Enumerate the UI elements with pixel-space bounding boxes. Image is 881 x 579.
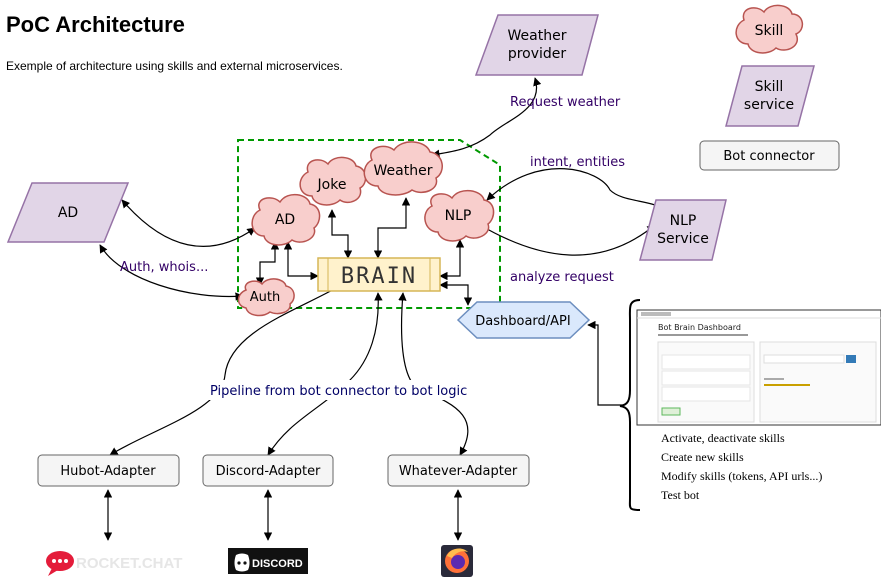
skill-auth-label: Auth bbox=[250, 290, 280, 305]
dashboard-screenshot: Bot Brain Dashboard bbox=[636, 309, 881, 426]
whatever-adapter-label: Whatever-Adapter bbox=[399, 464, 518, 479]
skill-weather-label: Weather bbox=[374, 163, 433, 179]
skill-weather: Weather bbox=[363, 141, 443, 196]
skill-nlp-label: NLP bbox=[445, 208, 472, 224]
discord-adapter-label: Discord-Adapter bbox=[216, 464, 321, 479]
label-request-weather: Request weather bbox=[510, 95, 621, 110]
feature-item-3: Modify skills (tokens, API urls...) bbox=[661, 469, 822, 483]
feature-item-2: Create new skills bbox=[661, 450, 744, 464]
skill-nlp: NLP bbox=[424, 189, 495, 242]
edge-pipeline-right bbox=[398, 292, 469, 456]
feature-item-1: Activate, deactivate skills bbox=[661, 431, 785, 445]
edge-dashboard-bracket bbox=[587, 320, 624, 406]
weather-provider-label-1: Weather bbox=[508, 28, 567, 44]
rocketchat-wordmark: ROCKET.CHAT bbox=[76, 555, 182, 572]
label-analyze-request: analyze request bbox=[510, 270, 614, 285]
edge-nlp-analyze bbox=[479, 224, 656, 256]
edge-ad-service bbox=[121, 199, 256, 247]
legend-skill-service-label-2: service bbox=[744, 97, 794, 113]
discord-logo: DISCORD bbox=[228, 548, 308, 574]
dashboard-screenshot-title: Bot Brain Dashboard bbox=[658, 323, 741, 332]
edge-nlp-intent bbox=[486, 168, 656, 206]
nlp-service-node: NLP Service bbox=[639, 199, 727, 261]
skill-joke-label: Joke bbox=[317, 177, 347, 193]
legend-bot-connector: Bot connector bbox=[699, 140, 840, 171]
ad-service-node: AD bbox=[6, 182, 130, 243]
nlp-service-label-2: Service bbox=[657, 231, 709, 247]
hubot-adapter-label: Hubot-Adapter bbox=[60, 464, 156, 479]
nlp-service-label-1: NLP bbox=[670, 213, 697, 229]
legend-skill-service: Skill service bbox=[725, 65, 815, 127]
rocketchat-logo: ROCKET.CHAT bbox=[46, 551, 182, 576]
page-subtitle: Exemple of architecture using skills and… bbox=[6, 59, 343, 73]
edge-ad-auth bbox=[255, 241, 280, 286]
legend-skill-service-label-1: Skill bbox=[755, 79, 784, 95]
discord-adapter-node: Discord-Adapter bbox=[202, 454, 334, 487]
edge-brain-ad bbox=[283, 241, 319, 281]
skill-ad: AD bbox=[251, 193, 321, 246]
edge-weather-provider bbox=[431, 77, 542, 158]
page-title: PoC Architecture bbox=[6, 12, 185, 37]
firefox-logo-icon bbox=[441, 545, 473, 577]
edge-brain-nlp bbox=[439, 239, 465, 281]
dashboard-api-label: Dashboard/API bbox=[475, 314, 570, 329]
skill-ad-label: AD bbox=[275, 212, 295, 228]
label-auth-whois: Auth, whois... bbox=[120, 260, 208, 275]
feature-bracket bbox=[619, 299, 641, 511]
legend-skill: Skill bbox=[735, 4, 804, 54]
hubot-adapter-node: Hubot-Adapter bbox=[37, 454, 180, 487]
legend-bot-connector-label: Bot connector bbox=[723, 149, 815, 164]
whatever-adapter-node: Whatever-Adapter bbox=[387, 454, 530, 487]
skill-joke: Joke bbox=[299, 156, 367, 206]
brain-node: BRAIN bbox=[317, 257, 441, 292]
skill-auth: Auth bbox=[237, 278, 295, 317]
discord-wordmark: DISCORD bbox=[252, 558, 303, 570]
dashboard-feature-list: Activate, deactivate skills Create new s… bbox=[661, 431, 822, 502]
weather-provider-label-2: provider bbox=[508, 46, 567, 62]
edge-brain-weather bbox=[373, 197, 411, 259]
ad-service-label: AD bbox=[58, 205, 78, 221]
feature-item-4: Test bot bbox=[661, 488, 700, 502]
legend-skill-label: Skill bbox=[755, 23, 784, 39]
edge-pipeline-mid bbox=[267, 292, 383, 456]
dashboard-api-node: Dashboard/API bbox=[456, 301, 591, 339]
label-intent-entities: intent, entities bbox=[530, 155, 625, 170]
label-pipeline: Pipeline from bot connector to bot logic bbox=[210, 384, 467, 399]
edge-brain-joke bbox=[327, 209, 353, 259]
edge-brain-dashboard bbox=[439, 280, 473, 306]
brain-label: BRAIN bbox=[341, 264, 417, 289]
weather-provider-node: Weather provider bbox=[474, 14, 599, 76]
